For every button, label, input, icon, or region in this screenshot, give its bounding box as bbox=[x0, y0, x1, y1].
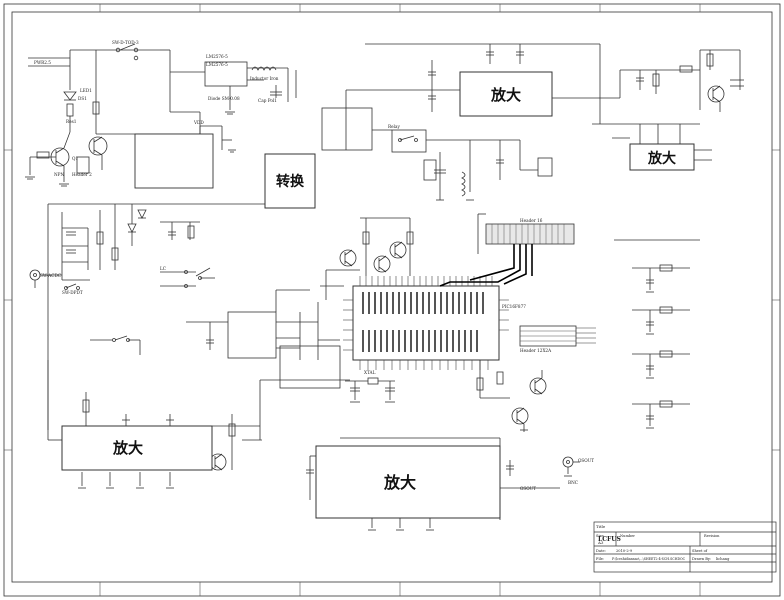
label-cap-pol: Cap Pol1 bbox=[258, 98, 277, 103]
right-filter-ladders bbox=[614, 239, 700, 429]
mcu-wiring bbox=[186, 289, 395, 403]
amp-bottom-center-block bbox=[315, 445, 501, 519]
amp-right-wiring bbox=[612, 123, 712, 161]
label-led1: LED1 bbox=[80, 88, 92, 93]
date-tag: Date: bbox=[596, 549, 606, 553]
power-module-box bbox=[134, 133, 214, 189]
amp-top-label: 放大 bbox=[490, 86, 521, 104]
mcu-chip bbox=[343, 276, 509, 370]
label-ac-dc: SW-ACDC bbox=[40, 273, 61, 278]
transistor-group-right bbox=[476, 360, 547, 432]
label-inductor: Inductor Iron bbox=[250, 76, 279, 81]
transistor-group-mid bbox=[320, 217, 414, 300]
label-vdd: VDD bbox=[193, 120, 204, 125]
label-sw-top: SW-D-TOD-3 bbox=[112, 40, 139, 45]
title-block-text: Title LCFUS Size A3 Number Revision Date… bbox=[596, 524, 730, 561]
label-q1: Q1 bbox=[72, 156, 78, 161]
label-diode: Diode SM-0.08 bbox=[208, 96, 240, 101]
mid-left-circuit bbox=[29, 203, 266, 441]
switch-top[interactable] bbox=[115, 43, 139, 61]
label-crystal: XTAL bbox=[364, 370, 376, 375]
label-mcu: PIC16F877 bbox=[502, 304, 526, 309]
labels: PWR2.5 SW-D-TOD-3 LM2576-5 LM2576-5 Indu… bbox=[34, 40, 594, 491]
label-osout-right: OSOUT bbox=[578, 458, 594, 463]
label-header12: Header 12X2A bbox=[520, 348, 552, 353]
header-12x2a bbox=[519, 325, 596, 347]
title-tag: Title bbox=[596, 524, 606, 529]
label-header16: Header 16 bbox=[520, 218, 543, 223]
label-npn: NPN bbox=[54, 172, 64, 177]
frame-ticks bbox=[4, 4, 780, 596]
date-value: 2010-2-9 bbox=[616, 549, 633, 553]
drawn-value: lichang bbox=[716, 557, 730, 561]
relay-cluster bbox=[321, 107, 553, 201]
label-regulator: LM2576-5 bbox=[206, 54, 228, 59]
header-16 bbox=[439, 213, 575, 287]
label-sw-dpdt: SW-DPDT bbox=[62, 290, 83, 295]
number-tag: Number bbox=[620, 534, 635, 538]
label-res1: Res1 bbox=[66, 119, 77, 124]
lc-switch[interactable] bbox=[160, 267, 215, 288]
title-block bbox=[593, 521, 777, 573]
label-regulator-b: LM2576-5 bbox=[206, 62, 228, 67]
ground-symbols-top-left bbox=[25, 111, 235, 187]
label-relay: Relay bbox=[388, 124, 400, 129]
size-tag: Size bbox=[596, 534, 604, 538]
amp-right-label: 放大 bbox=[647, 150, 676, 167]
label-header2: Header 2 bbox=[72, 172, 92, 177]
size-value: A3 bbox=[597, 540, 604, 545]
drawn-tag: Drawn By: bbox=[692, 557, 711, 561]
amp-right-block bbox=[629, 143, 695, 171]
label-pwr: PWR2.5 bbox=[34, 60, 51, 65]
top-amp-wiring bbox=[345, 43, 744, 150]
amp-top-block bbox=[459, 71, 553, 117]
amp-bottom-center-label: 放大 bbox=[383, 473, 416, 492]
label-lc: LC bbox=[160, 266, 166, 271]
amp-bottom-left-label: 放大 bbox=[112, 439, 143, 457]
amp-bottom-left-block bbox=[61, 425, 213, 471]
title-value: LCFUS bbox=[598, 536, 621, 543]
converter-block bbox=[264, 153, 316, 209]
power-module-wires bbox=[199, 125, 236, 153]
label-ds1: DS1 bbox=[78, 96, 87, 101]
bottom-bus bbox=[47, 360, 350, 440]
converter-label: 转换 bbox=[276, 173, 305, 190]
label-osout: OSOUT bbox=[520, 486, 536, 491]
file-value: F:\lceshidiannao\...\SHEET2-4-SCH.SCHDOC bbox=[612, 557, 686, 561]
label-bnc: BNC bbox=[568, 480, 578, 485]
sw-spdt-lower[interactable] bbox=[90, 335, 141, 355]
sheet-tag: Sheet of bbox=[692, 549, 708, 553]
revision-tag: Revision bbox=[704, 534, 720, 538]
file-tag: File: bbox=[596, 557, 604, 561]
